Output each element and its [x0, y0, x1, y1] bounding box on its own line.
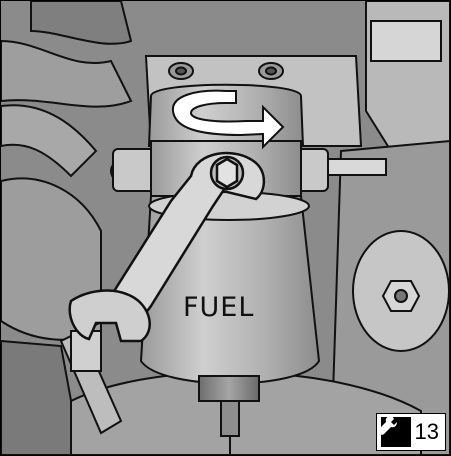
rotation-arrow-icon [171, 89, 285, 150]
wrench [68, 151, 266, 343]
page-number: 13 [414, 419, 439, 444]
wrench-icon [377, 416, 411, 447]
page-badge: 13 [375, 413, 446, 451]
fuel-label: FUEL [183, 292, 254, 323]
